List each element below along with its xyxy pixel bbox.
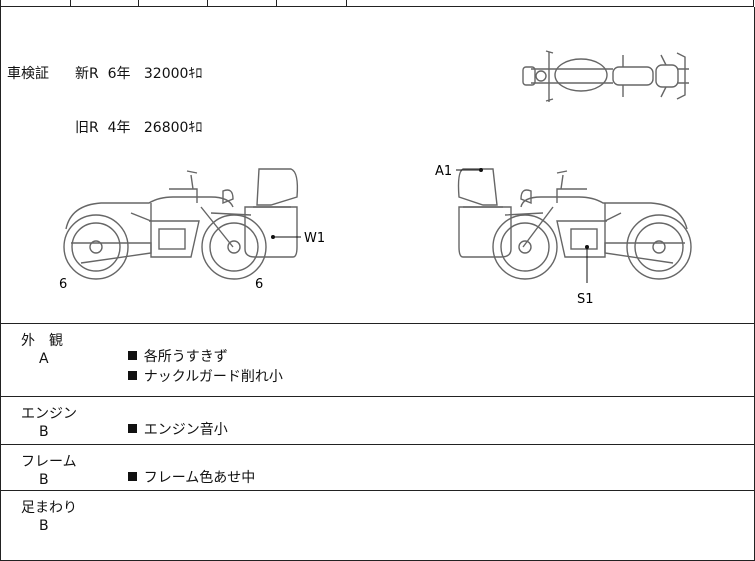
condition-note: 各所うすきず <box>143 349 228 365</box>
left-damage-w-label: W1 <box>304 231 325 246</box>
top-view-motorcycle-icon <box>522 50 689 102</box>
bullet-square-icon <box>127 472 137 481</box>
condition-grade: B <box>39 472 49 488</box>
condition-note: フレーム色あせ中 <box>143 470 256 486</box>
bullet-square-icon <box>127 351 137 360</box>
condition-note: エンジン音小 <box>143 422 228 438</box>
left-rear-tire-label: 6 <box>255 277 263 292</box>
condition-row-frame: フレーム B フレーム色あせ中 <box>0 445 755 491</box>
condition-name: 足まわり <box>21 500 77 516</box>
top-table-edge <box>0 0 754 7</box>
vehicle-diagram-panel: 車検証 新R 6年 32000ｷﾛ 旧R 4年 26800ｷﾛ <box>0 7 755 324</box>
condition-grade: B <box>39 518 49 534</box>
left-front-tire-label: 6 <box>59 277 67 292</box>
right-damage-s-label: S1 <box>577 292 594 307</box>
condition-notes: フレーム色あせ中 <box>101 451 261 503</box>
bullet-square-icon <box>127 371 137 380</box>
condition-name: 外 観 <box>21 333 63 349</box>
condition-row-engine: エンジン B エンジン音小 <box>0 397 755 445</box>
registration-info: 車検証 新R 6年 32000ｷﾛ 旧R 4年 26800ｷﾛ <box>7 29 202 173</box>
motorcycle-diagrams: 6 6 W1 A1 S1 <box>59 50 692 307</box>
registration-old: 旧R 4年 26800ｷﾛ <box>75 120 203 136</box>
left-side-motorcycle-icon <box>63 168 299 280</box>
bullet-square-icon <box>127 424 137 433</box>
condition-grade: A <box>39 351 49 367</box>
condition-row-suspension: 足まわり B <box>0 491 755 561</box>
registration-new: 新R 6年 32000ｷﾛ <box>75 66 203 82</box>
condition-note: ナックルガード削れ小 <box>143 369 283 385</box>
condition-notes: 各所うすきず ナックルガード削れ小 <box>101 330 289 402</box>
condition-notes: エンジン音小 <box>101 403 234 455</box>
condition-row-exterior: 外 観 A 各所うすきず ナックルガード削れ小 <box>0 324 755 397</box>
registration-label: 車検証 <box>7 66 49 82</box>
condition-name: フレーム <box>21 454 77 470</box>
right-damage-a-label: A1 <box>435 164 452 179</box>
condition-name: エンジン <box>21 406 77 422</box>
condition-grade: B <box>39 424 49 440</box>
right-side-motorcycle-icon <box>457 168 692 280</box>
